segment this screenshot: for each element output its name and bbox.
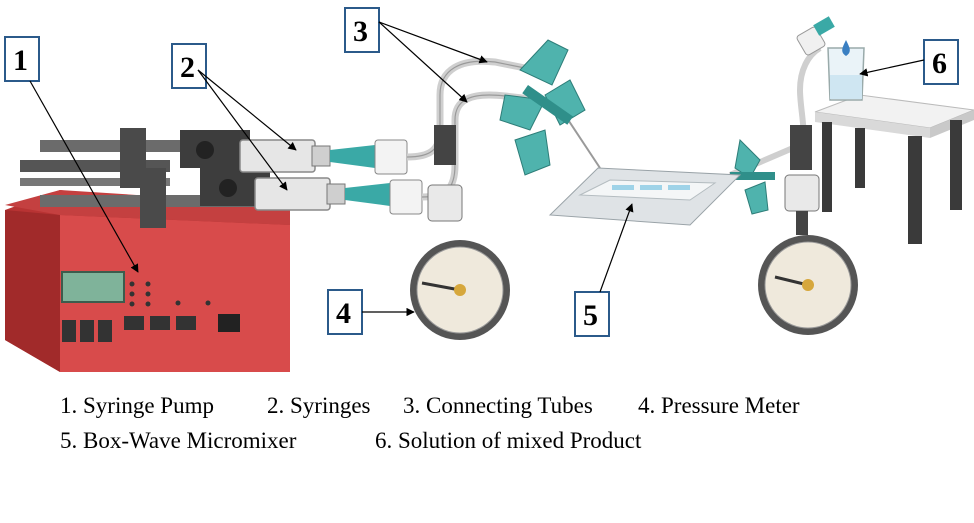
legend-row-2: 5. Box-Wave Micromixer 6. Solution of mi… [0, 428, 974, 506]
legend-row-1: 1. Syringe Pump 2. Syringes 3. Connectin… [0, 393, 974, 523]
legend-item-4: 4. Pressure Meter [638, 393, 800, 418]
box-wave-micromixer [548, 167, 742, 226]
legend-item-6: 6. Solution of mixed Product [375, 428, 642, 453]
butterfly-needle-right [730, 138, 775, 215]
callout-label-3: 3 [353, 15, 368, 48]
legend-item-2: 2. Syringes [267, 393, 371, 418]
callout-label-2: 2 [180, 51, 195, 84]
callout-label-6: 6 [932, 47, 947, 80]
syringe-pump [5, 128, 295, 372]
callout-2: 2 [171, 43, 207, 89]
callout-1: 1 [4, 36, 40, 82]
syringes [239, 139, 423, 215]
collection-table [814, 94, 974, 244]
callout-label-1: 1 [13, 44, 28, 77]
experimental-setup-diagram: 1 2 3 4 5 6 [4, 7, 974, 372]
leader-lines [29, 21, 925, 317]
legend-item-3: 3. Connecting Tubes [403, 393, 593, 418]
legend-item-5: 5. Box-Wave Micromixer [60, 428, 297, 453]
callout-label-5: 5 [583, 299, 598, 332]
beaker [796, 16, 865, 101]
pressure-gauge-left [410, 125, 510, 340]
callout-label-4: 4 [336, 297, 351, 330]
legend-item-1: 1. Syringe Pump [60, 393, 214, 418]
pressure-gauge-right [758, 125, 858, 335]
butterfly-needle-left [499, 39, 586, 176]
callout-5: 5 [574, 291, 610, 337]
callout-6: 6 [923, 39, 959, 85]
callout-3: 3 [344, 7, 380, 53]
callout-4: 4 [327, 289, 363, 335]
